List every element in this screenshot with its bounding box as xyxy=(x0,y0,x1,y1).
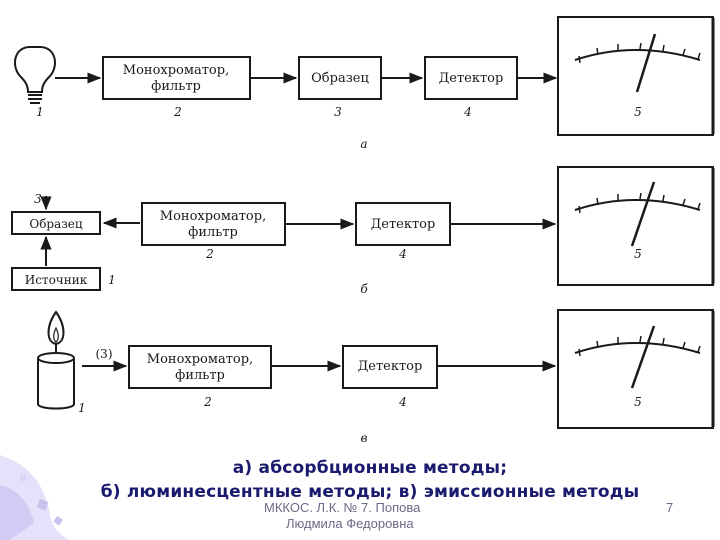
source-box xyxy=(11,267,101,291)
diagram-b xyxy=(11,166,715,291)
caption-line-1: а) абсорбционные методы; xyxy=(232,458,508,478)
source-label: Источник xyxy=(25,273,88,287)
detector-label: Детектор xyxy=(371,217,436,232)
number-label: 4 xyxy=(463,105,472,119)
number-label: 1 xyxy=(108,273,116,287)
lamp-icon xyxy=(13,46,57,104)
sample-box xyxy=(11,211,101,235)
number-label: 4 xyxy=(398,247,407,261)
number-label: 2 xyxy=(173,105,182,119)
monochromator-label: фильтр xyxy=(151,79,201,94)
diagram-a xyxy=(13,16,715,136)
footer-course: МККОС. Л.К. № 7. Попова xyxy=(264,500,421,515)
detector-label: Детектор xyxy=(358,359,423,374)
candle-icon xyxy=(37,310,75,410)
meter-icon xyxy=(557,166,715,286)
footer-author: Людмила Федоровна xyxy=(286,516,414,531)
number-label: 3 xyxy=(334,105,342,119)
monochromator-label: фильтр xyxy=(175,368,225,383)
number-label: 5 xyxy=(634,395,642,409)
number-label: 2 xyxy=(203,395,212,409)
diagram-c xyxy=(37,309,715,429)
caption-line-2: б) люминесцентные методы; в) эмиссионные… xyxy=(100,482,640,502)
meter-icon xyxy=(557,16,715,136)
monochromator-label: Монохроматор, xyxy=(123,63,229,78)
subfigure-label: б xyxy=(360,282,368,296)
number-label: 2 xyxy=(205,247,214,261)
sample-label: Образец xyxy=(311,71,369,86)
sample-label: Образец xyxy=(29,217,83,231)
corner-decoration xyxy=(0,455,70,540)
meter-icon xyxy=(557,309,715,429)
number-label: 4 xyxy=(398,395,407,409)
detector-label: Детектор xyxy=(439,71,504,86)
number-label: (3) xyxy=(96,347,113,361)
monochromator-label: фильтр xyxy=(188,225,238,240)
number-label: 5 xyxy=(634,105,642,119)
subfigure-label: в xyxy=(361,431,368,445)
number-label: 1 xyxy=(36,105,44,119)
page-number: 7 xyxy=(666,500,674,515)
subfigure-label: а xyxy=(360,137,367,151)
monochromator-label: Монохроматор, xyxy=(160,209,266,224)
number-label: 3 xyxy=(34,192,42,206)
monochromator-label: Монохроматор, xyxy=(147,352,253,367)
number-label: 5 xyxy=(634,247,642,261)
number-label: 1 xyxy=(78,401,86,415)
